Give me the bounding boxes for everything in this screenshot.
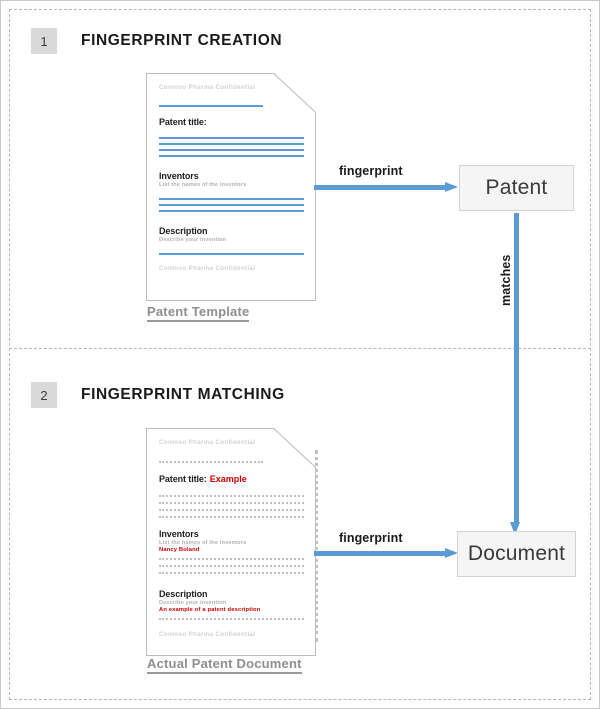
field-hint-description: Describe your invention xyxy=(159,237,227,243)
rule-line xyxy=(159,565,304,567)
rule-line xyxy=(159,516,304,518)
node-document[interactable]: Document xyxy=(457,531,576,577)
arrow-label-fingerprint-top: fingerprint xyxy=(339,164,403,178)
arrow-label-fingerprint-bottom: fingerprint xyxy=(339,531,403,545)
patent-template-document: Contoso Pharma Confidential Patent title… xyxy=(146,73,316,301)
document-header-watermark: Contoso Pharma Confidential xyxy=(159,439,256,446)
field-hint-description: Describe your invention xyxy=(159,600,227,606)
field-row-patent-title: Patent title: Example xyxy=(159,474,304,484)
section-header-1: 1 FINGERPRINT CREATION xyxy=(31,28,282,54)
document-content: Contoso Pharma Confidential Patent title… xyxy=(159,82,304,293)
field-label-inventors: Inventors xyxy=(159,171,199,181)
section-number-badge-2: 2 xyxy=(31,382,57,408)
rule-line xyxy=(159,204,304,206)
field-label-inventors: Inventors xyxy=(159,529,199,539)
rule-line xyxy=(159,155,304,157)
rule-line xyxy=(159,137,304,139)
field-value-patent-title: Example xyxy=(209,474,247,484)
field-label-patent-title: Patent title: xyxy=(159,117,207,127)
frame-top-dashed-line xyxy=(9,9,591,10)
section-header-2: 2 FINGERPRINT MATCHING xyxy=(31,382,285,408)
rule-line xyxy=(159,572,304,574)
rule-line xyxy=(159,502,304,504)
rule-line xyxy=(159,558,304,560)
node-patent[interactable]: Patent xyxy=(459,165,574,211)
page-fold-corner-icon xyxy=(275,73,316,112)
field-value-description: An example of a patent description xyxy=(159,607,261,613)
actual-patent-document: Contoso Pharma Confidential Patent title… xyxy=(146,428,318,656)
frame-right-dashed-line xyxy=(590,9,591,700)
frame-bottom-dashed-line xyxy=(9,699,591,700)
field-value-inventors: Nancy Boland xyxy=(159,547,200,553)
rule-line xyxy=(159,618,304,620)
rule-line xyxy=(159,198,304,200)
rule-line xyxy=(159,105,264,107)
field-hint-inventors: List the names of the inventors xyxy=(159,540,247,546)
arrow-label-matches: matches xyxy=(499,254,513,306)
rule-line xyxy=(159,509,304,511)
field-hint-inventors: List the names of the inventors xyxy=(159,182,247,188)
section-title-2: FINGERPRINT MATCHING xyxy=(81,386,285,403)
field-label-description: Description xyxy=(159,226,208,236)
section-title-1: FINGERPRINT CREATION xyxy=(81,32,283,49)
rule-line xyxy=(159,149,304,151)
rule-line xyxy=(159,253,304,255)
document-footer-watermark: Contoso Pharma Confidential xyxy=(159,265,256,272)
frame-left-dashed-line xyxy=(9,9,10,700)
caption-patent-template: Patent Template xyxy=(147,304,250,322)
section-divider-horizontal xyxy=(9,348,591,349)
rule-line xyxy=(159,495,304,497)
section-number-badge-1: 1 xyxy=(31,28,57,54)
document-content: Contoso Pharma Confidential Patent title… xyxy=(159,437,304,648)
document-footer-watermark: Contoso Pharma Confidential xyxy=(159,631,256,638)
annotation-spine-dotted xyxy=(315,450,318,642)
field-label-patent-title: Patent title: xyxy=(159,474,207,484)
arrow-fingerprint-bottom xyxy=(314,548,458,558)
rule-line xyxy=(159,461,264,463)
rule-line xyxy=(159,210,304,212)
page-fold-corner-icon xyxy=(275,428,316,467)
arrow-matches xyxy=(510,213,520,535)
field-label-description: Description xyxy=(159,589,208,599)
document-header-watermark: Contoso Pharma Confidential xyxy=(159,84,256,91)
arrow-fingerprint-top xyxy=(314,182,458,192)
rule-line xyxy=(159,143,304,145)
caption-actual-patent-document: Actual Patent Document xyxy=(147,656,302,674)
